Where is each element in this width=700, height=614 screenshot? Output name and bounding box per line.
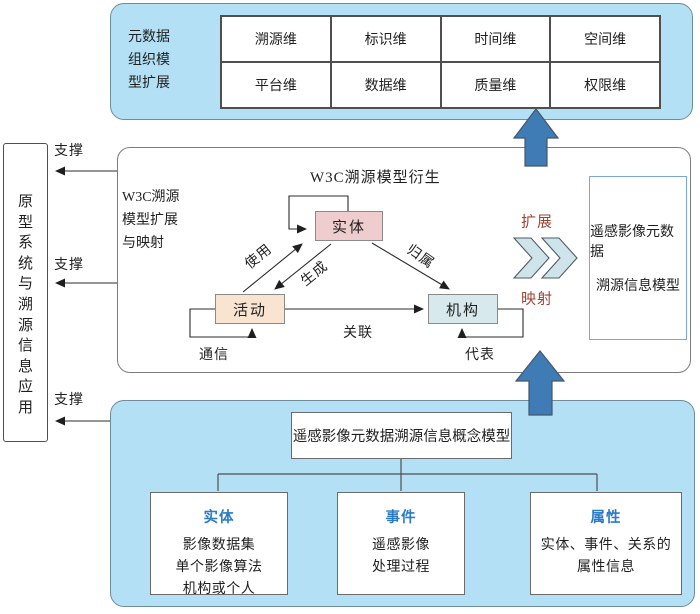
dimension-cell: 溯源维 <box>221 16 331 62</box>
entity-node: 实体 <box>315 211 383 241</box>
event-concept-line1: 遥感影像 <box>372 538 430 553</box>
attribute-concept-box: 属性 实体、事件、关系的 属性信息 <box>530 492 682 595</box>
event-concept-title: 事件 <box>385 510 417 526</box>
prototype-system-label: 原型系统与溯源信息应用 <box>17 194 33 416</box>
dimension-cell: 质量维 <box>440 62 551 108</box>
edge-label-delegation: 代表 <box>465 348 495 363</box>
w3c-side-label-line2: 模型扩展 <box>122 213 178 228</box>
w3c-model-title: W3C溯源模型衍生 <box>310 170 441 186</box>
metadata-section-label: 元数据 组织模 型扩展 <box>128 26 170 95</box>
attribute-concept-line1: 实体、事件、关系的 <box>540 538 672 553</box>
dimension-cell: 数据维 <box>330 62 441 108</box>
dimension-cell: 平台维 <box>221 62 331 108</box>
metadata-label-line2: 组织模 <box>128 53 170 68</box>
event-concept-line2: 处理过程 <box>372 560 430 575</box>
attribute-concept-line2: 属性信息 <box>577 560 635 575</box>
prototype-system-panel: 原型系统与溯源信息应用 <box>3 143 48 442</box>
result-model-line1: 遥感影像元数据 <box>590 225 674 260</box>
result-model-line2: 溯源信息模型 <box>596 279 680 294</box>
support-label-2: 支撑 <box>54 258 84 273</box>
support-label-1: 支撑 <box>54 144 84 159</box>
dimension-cell: 时间维 <box>440 16 551 62</box>
agent-node: 机构 <box>428 294 498 324</box>
dimension-table: 溯源维 标识维 时间维 空间维 平台维 数据维 质量维 权限维 <box>220 15 661 109</box>
attribute-concept-title: 属性 <box>590 510 622 526</box>
dimension-cell: 空间维 <box>550 16 660 62</box>
entity-concept-box: 实体 影像数据集 单个影像算法 机构或个人 <box>150 492 288 597</box>
w3c-side-label-line3: 与映射 <box>122 236 164 251</box>
concept-model-root-box: 遥感影像元数据溯源信息概念模型 <box>291 412 512 459</box>
dimension-cell: 标识维 <box>330 16 441 62</box>
metadata-organization-section: 元数据 组织模 型扩展 溯源维 标识维 时间维 空间维 平台维 数据维 质量维 … <box>110 3 693 120</box>
w3c-side-label: W3C溯源 模型扩展 与映射 <box>122 186 180 255</box>
entity-concept-line1: 影像数据集 <box>182 538 256 553</box>
event-concept-box: 事件 遥感影像 处理过程 <box>337 492 465 595</box>
map-label: 映射 <box>520 291 554 308</box>
extend-label: 扩展 <box>520 214 554 231</box>
dimension-cell: 权限维 <box>550 62 660 108</box>
edge-label-association: 关联 <box>343 326 373 341</box>
entity-concept-line2: 单个影像算法 <box>175 560 263 575</box>
entity-concept-line3: 机构或个人 <box>182 582 256 597</box>
metadata-label-line3: 型扩展 <box>128 76 170 91</box>
metadata-label-line1: 元数据 <box>128 30 170 45</box>
w3c-side-label-line1: W3C溯源 <box>122 190 180 205</box>
activity-node: 活动 <box>215 294 285 324</box>
support-label-3: 支撑 <box>54 393 84 408</box>
entity-concept-title: 实体 <box>203 510 235 526</box>
result-model-box: 遥感影像元数据 溯源信息模型 <box>589 176 687 340</box>
edge-label-communication: 通信 <box>199 348 229 363</box>
